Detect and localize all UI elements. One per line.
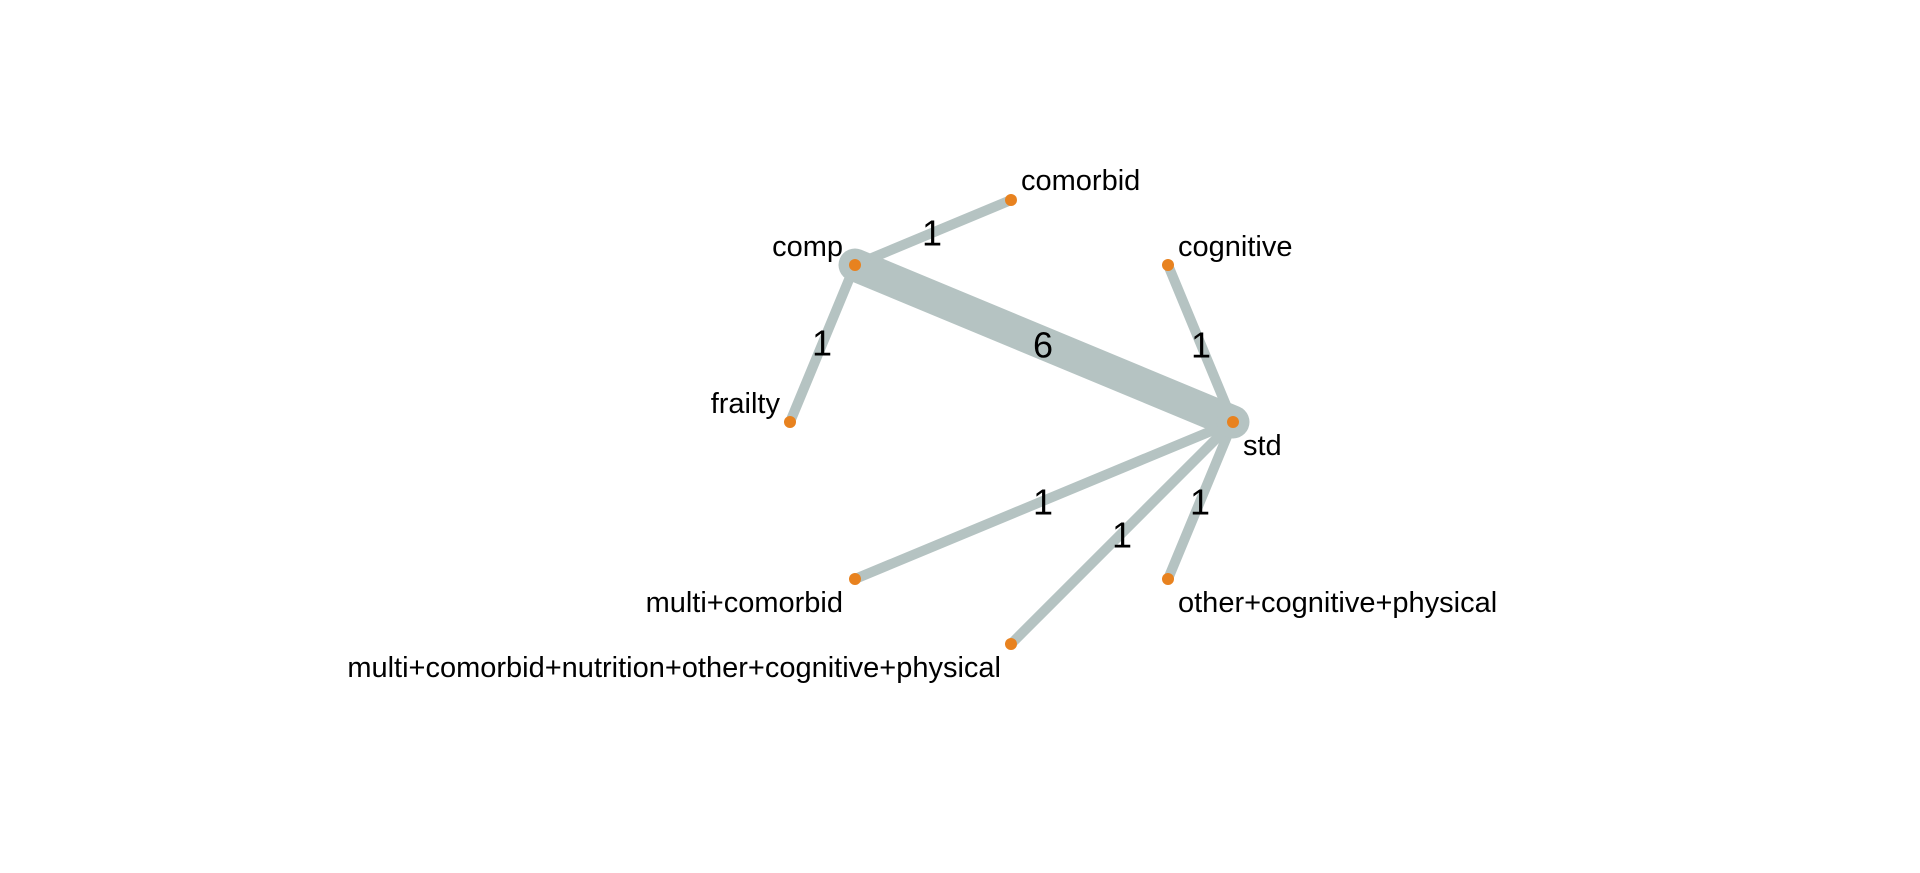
node-point-comp <box>849 259 861 271</box>
node-label-comp: comp <box>772 231 843 263</box>
node-point-multi-comorbid-nutrition-other-cognitive-physical <box>1005 638 1017 650</box>
edge-comp-to-std <box>838 248 1250 439</box>
node-label-std: std <box>1243 430 1282 462</box>
edge-std-to-other-cognitive-physical <box>1163 417 1238 584</box>
node-label-frailty: frailty <box>711 388 781 420</box>
node-point-frailty <box>784 416 796 428</box>
edge-std-to-multi-comorbid <box>850 417 1238 584</box>
node-label-multi-comorbid-nutrition-other-cognitive-physical: multi+comorbid+nutrition+other+cognitive… <box>347 652 1001 684</box>
edge-label-std-to-other-cognitive-physical: 1 <box>1190 482 1210 523</box>
node-point-comorbid <box>1005 194 1017 206</box>
node-labels-layer: comp comorbid cognitive frailty std multi+com… <box>347 165 1497 684</box>
node-point-other-cognitive-physical <box>1162 573 1174 585</box>
node-points-layer <box>784 194 1239 650</box>
node-point-multi-comorbid <box>849 573 861 585</box>
node-point-cognitive <box>1162 259 1174 271</box>
node-point-std <box>1227 416 1239 428</box>
node-label-multi-comorbid: multi+comorbid <box>646 587 843 619</box>
edges-layer <box>785 195 1250 649</box>
edge-label-std-to-multi-comorbid-nutrition-other-cognitive-physical: 1 <box>1112 515 1132 556</box>
edge-label-comp-to-std: 6 <box>1033 325 1053 366</box>
edge-comp-to-frailty <box>785 260 860 427</box>
node-label-cognitive: cognitive <box>1178 231 1292 263</box>
edge-label-std-to-multi-comorbid: 1 <box>1033 482 1053 523</box>
edge-std-to-multi-comorbid-nutrition-other-cognitive-physical <box>1006 417 1238 649</box>
edge-label-cognitive-to-std: 1 <box>1191 325 1211 366</box>
edge-label-comp-to-frailty: 1 <box>812 323 832 364</box>
edge-label-comp-to-comorbid: 1 <box>922 213 942 254</box>
edge-cognitive-to-std <box>1163 260 1238 427</box>
node-label-other-cognitive-physical: other+cognitive+physical <box>1178 587 1497 619</box>
node-label-comorbid: comorbid <box>1021 165 1140 197</box>
edge-comp-to-comorbid <box>850 195 1016 270</box>
